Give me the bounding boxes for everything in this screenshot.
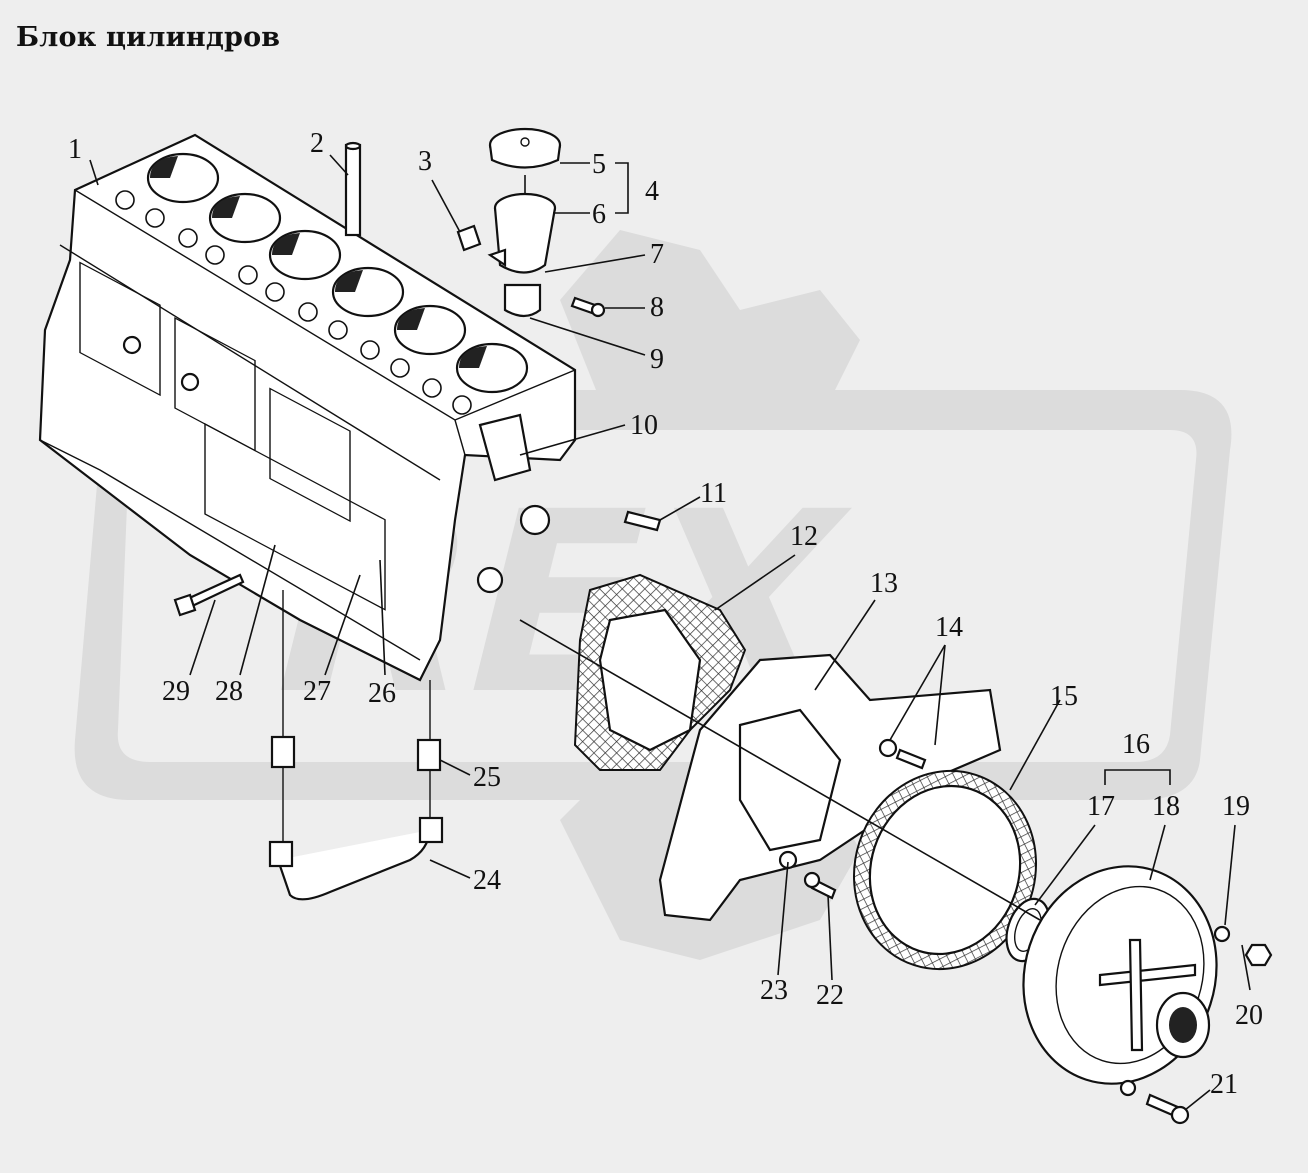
callout-labels: 1 2 3 4 5 6 7 8 9 10 11 12 13 14 15 16 1… [68,128,1263,1100]
screw-8 [570,296,606,318]
callout-19: 19 [1222,791,1250,822]
callout-27: 27 [303,676,331,707]
callout-8: 8 [650,292,664,323]
bolt-29 [173,573,245,617]
callout-13: 13 [870,568,898,599]
callout-29: 29 [162,676,190,707]
callout-23: 23 [760,975,788,1006]
stud-11 [623,510,662,532]
cylinder-block [38,133,577,682]
front-plate-13 [658,653,1002,922]
callout-4: 4 [645,176,659,207]
plug-3 [456,224,482,252]
gasket-15 [852,769,1038,971]
callout-14: 14 [935,612,963,643]
callout-7: 7 [650,239,664,270]
page-title: Блок цилиндров [16,22,281,53]
callout-18: 18 [1152,791,1180,822]
oil-pipe-24 [268,590,444,901]
gasket-12-window [598,608,702,752]
callout-9: 9 [650,344,664,375]
callout-16: 16 [1122,729,1150,760]
callout-1: 1 [68,134,82,165]
callout-26: 26 [368,678,396,709]
callout-24: 24 [473,865,501,896]
callout-15: 15 [1050,681,1078,712]
leader-lines [89,154,1251,1111]
callout-6: 6 [592,199,606,230]
callout-3: 3 [418,146,432,177]
callout-17: 17 [1087,791,1115,822]
callout-10: 10 [630,410,658,441]
callout-25: 25 [473,762,501,793]
callout-2: 2 [310,128,324,159]
callout-11: 11 [700,478,727,509]
callout-20: 20 [1235,1000,1263,1031]
callout-5: 5 [592,149,606,180]
oil-filler-assembly [487,127,562,318]
callout-12: 12 [790,521,818,552]
callout-22: 22 [816,980,844,1011]
cover-18 [1022,865,1218,1085]
callout-21: 21 [1210,1069,1238,1100]
tube-2 [344,141,362,237]
fasteners [803,738,1273,1125]
callout-28: 28 [215,676,243,707]
